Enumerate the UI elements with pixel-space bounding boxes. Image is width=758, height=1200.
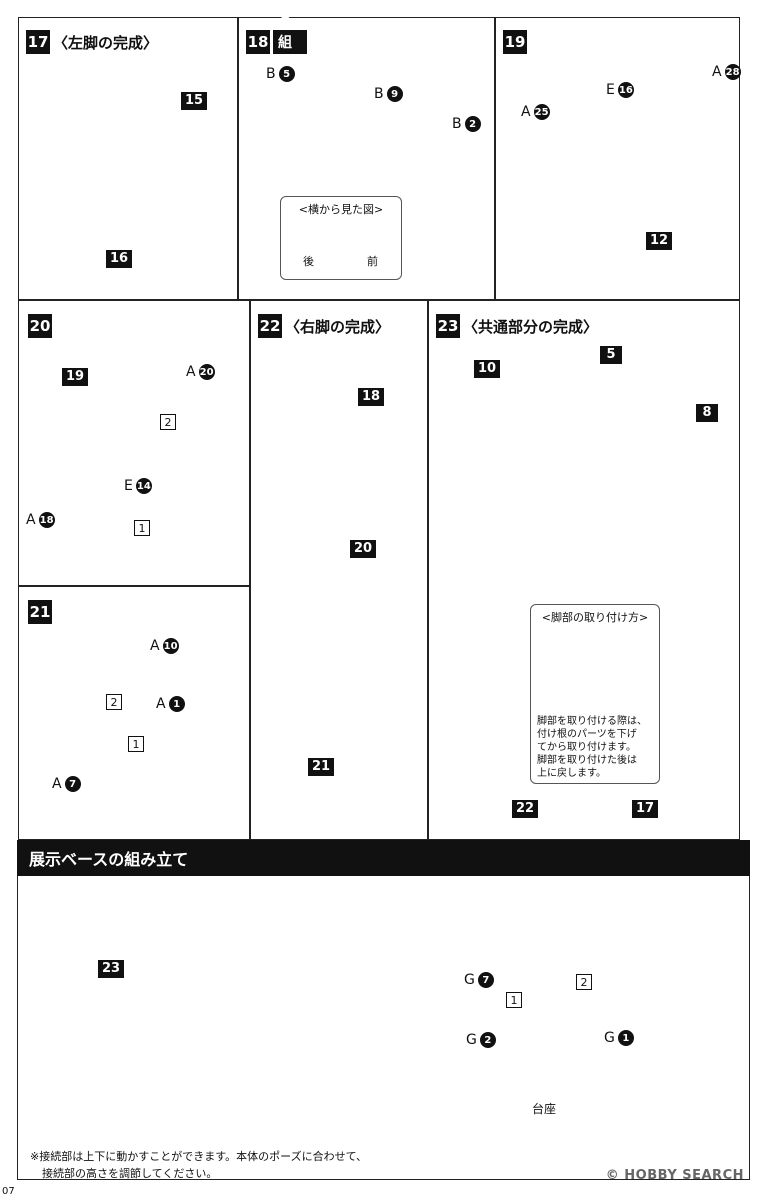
sequence-marker: 2 xyxy=(160,414,176,430)
step-22-heading: 22 〈右脚の完成〉 xyxy=(258,314,390,338)
step-18-heading: 18 右脚の組み立て xyxy=(246,0,307,111)
part-tag: 15 xyxy=(181,92,208,110)
part-tag: 17 xyxy=(632,800,659,818)
part-tag: 10 xyxy=(474,360,501,378)
step-21-panel xyxy=(18,586,250,840)
sequence-marker: 2 xyxy=(576,974,592,990)
leg-attachment-text: 脚部を取り付ける際は、 付け根のパーツを下げ てから取り付けます。 脚部を取り付… xyxy=(537,716,647,779)
base-panel xyxy=(17,840,750,1180)
part-tag: 22 xyxy=(512,800,539,818)
leg-attachment-title: <脚部の取り付け方> xyxy=(541,611,649,624)
step-21-heading: 21 xyxy=(28,600,52,624)
part-tag: 23 xyxy=(98,960,125,978)
step-number: 22 xyxy=(258,314,282,338)
part-tag: 8 xyxy=(696,404,718,422)
step-17-heading: 17 〈左脚の完成〉 xyxy=(26,30,158,54)
step-number: 21 xyxy=(28,600,52,624)
stand-label: 台座 xyxy=(532,1102,557,1116)
side-view-box: <横から見た図> 後 前 xyxy=(280,196,402,280)
back-label: 後 xyxy=(303,255,314,268)
sequence-marker: 2 xyxy=(106,694,122,710)
part-tag: 19 xyxy=(62,368,89,386)
base-note: ※接続部は上下に動かすことができます。本体のポーズに合わせて、 接続部の高さを調… xyxy=(30,1150,368,1180)
leg-attachment-box: <脚部の取り付け方> 脚部を取り付ける際は、 付け根のパーツを下げ てから取り付… xyxy=(530,604,660,784)
sequence-marker: 1 xyxy=(506,992,522,1008)
step-19-panel xyxy=(495,17,740,300)
sequence-marker: 1 xyxy=(134,520,150,536)
part-tag: 16 xyxy=(106,250,133,268)
step-number: 18 xyxy=(246,30,270,54)
step-number: 19 xyxy=(503,30,527,54)
front-label: 前 xyxy=(367,255,378,268)
step-title: 〈右脚の完成〉 xyxy=(285,317,391,336)
part-tag: 12 xyxy=(646,232,673,250)
part-tag: 21 xyxy=(308,758,335,776)
step-title: 右脚の組み立て xyxy=(273,0,307,111)
part-tag: 20 xyxy=(350,540,377,558)
page-number: 07 xyxy=(2,1186,15,1197)
step-22-panel xyxy=(250,300,428,840)
step-number: 17 xyxy=(26,30,50,54)
watermark: © HOBBY SEARCH xyxy=(605,1168,744,1183)
step-19-heading: 19 xyxy=(503,30,527,54)
side-view-title: <横から見た図> xyxy=(298,203,384,216)
step-number: 20 xyxy=(28,314,52,338)
part-tag: 5 xyxy=(600,346,622,364)
step-title: 〈共通部分の完成〉 xyxy=(463,317,599,336)
step-23-heading: 23 〈共通部分の完成〉 xyxy=(436,314,598,338)
step-20-panel xyxy=(18,300,250,586)
base-section-header: 展示ベースの組み立て xyxy=(17,840,750,876)
part-tag: 18 xyxy=(358,388,385,406)
step-number: 23 xyxy=(436,314,460,338)
step-title: 〈左脚の完成〉 xyxy=(53,33,159,52)
sequence-marker: 1 xyxy=(128,736,144,752)
step-20-heading: 20 xyxy=(28,314,52,338)
